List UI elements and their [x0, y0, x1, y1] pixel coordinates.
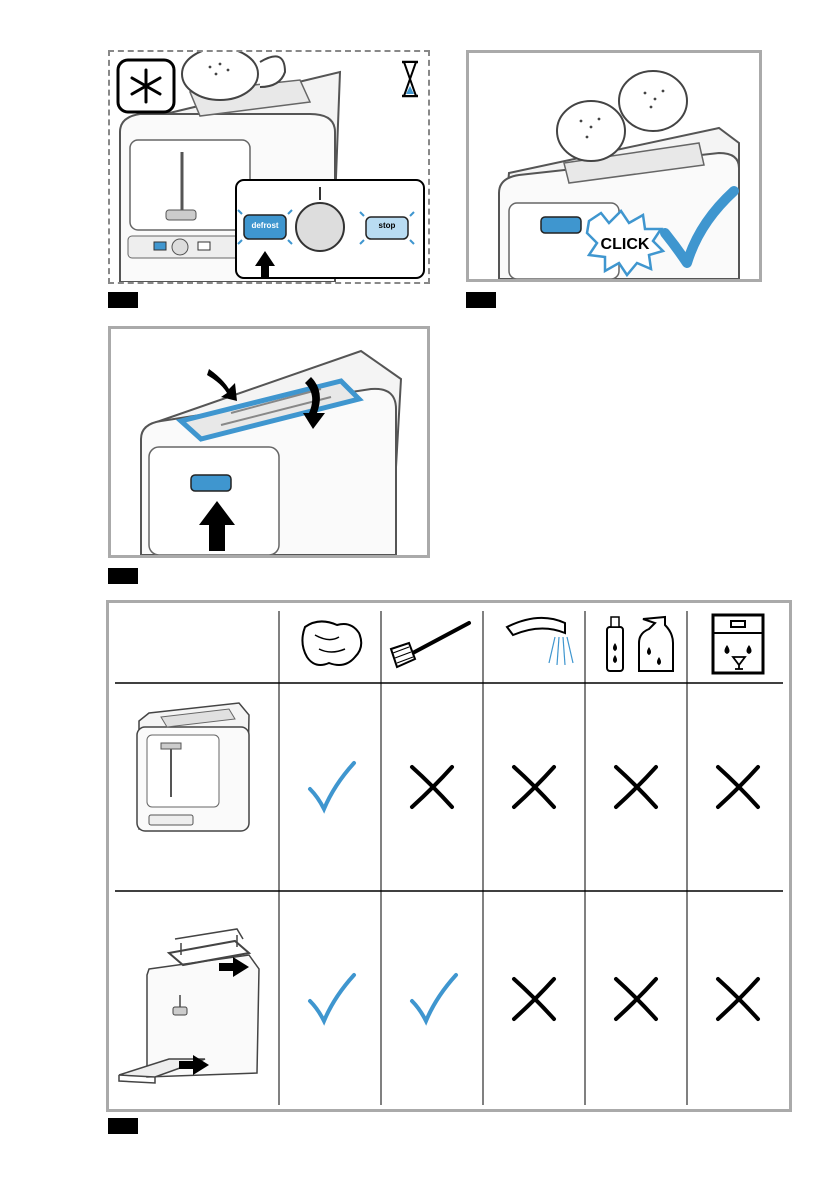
checkmark-icon [310, 763, 354, 809]
click-illustration: CLICK [469, 53, 759, 279]
click-label: CLICK [601, 236, 650, 253]
lowering-arrow-icon [207, 369, 237, 401]
snowflake-icon [118, 60, 174, 112]
step-marker-3 [108, 568, 138, 584]
bun-warmer-illustration [111, 329, 427, 555]
cross-icon [514, 767, 554, 807]
defrost-illustration: defrost stop [110, 52, 428, 282]
hourglass-icon [402, 62, 418, 96]
checkmark-icon [412, 975, 456, 1021]
step-marker-1 [108, 292, 138, 308]
cleaning-table [106, 600, 792, 1112]
stop-label: stop [379, 221, 396, 230]
cross-icon [616, 767, 656, 807]
panel-bun-warmer [108, 326, 430, 558]
step-marker-4 [108, 1118, 138, 1134]
checkmark-icon [310, 975, 354, 1021]
cross-icon [718, 979, 758, 1019]
panel-defrost: defrost stop [108, 50, 430, 284]
step-marker-2 [466, 292, 496, 308]
defrost-label: defrost [251, 221, 278, 230]
cross-icon [412, 767, 452, 807]
panel-click: CLICK [466, 50, 762, 282]
cross-icon [718, 767, 758, 807]
cross-icon [616, 979, 656, 1019]
cleaning-marks [109, 603, 789, 1109]
cross-icon [514, 979, 554, 1019]
